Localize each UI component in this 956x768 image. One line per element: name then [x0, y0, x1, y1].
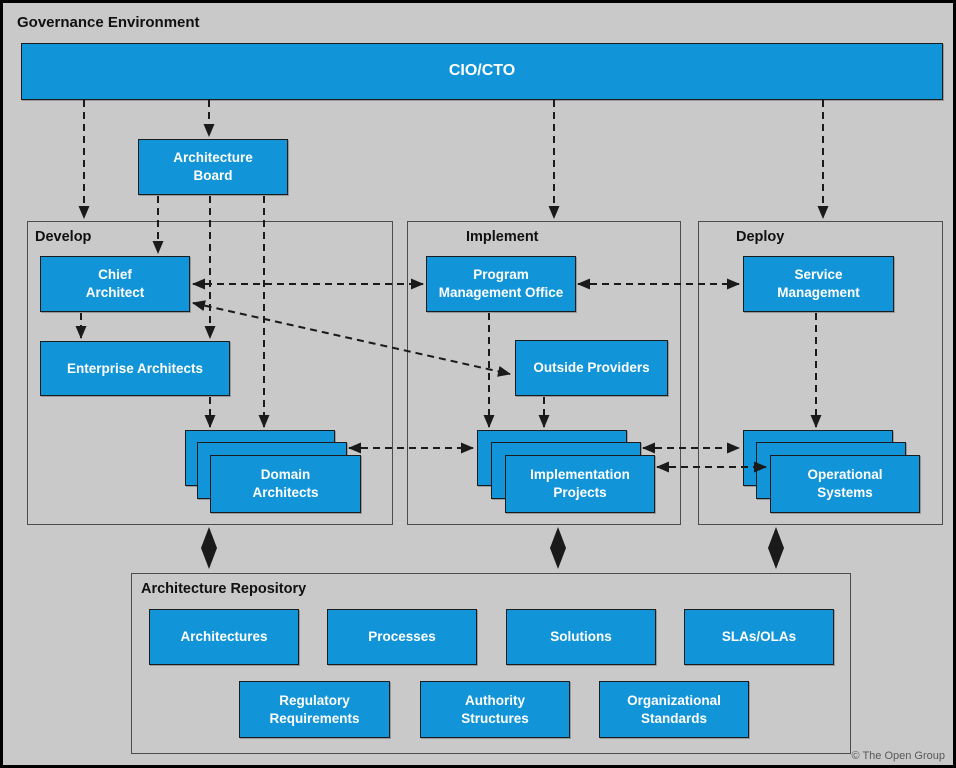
service-management-box: Service Management — [743, 256, 894, 312]
enterprise-architects-box: Enterprise Architects — [40, 341, 230, 396]
architecture-repository-title: Architecture Repository — [141, 581, 307, 597]
deploy-section — [698, 221, 943, 525]
implementation-projects-box: Implementation Projects — [505, 455, 655, 513]
implement-section-label: Implement — [466, 229, 539, 245]
develop-section-label: Develop — [35, 229, 92, 245]
architecture-board-box: Architecture Board — [138, 139, 288, 195]
deploy-section-label: Deploy — [736, 229, 785, 245]
copyright-text: © The Open Group — [851, 750, 945, 762]
program-management-office-box: Program Management Office — [426, 256, 576, 312]
repository-item-regulatory-requirements: Regulatory Requirements — [239, 681, 390, 738]
outside-providers-box: Outside Providers — [515, 340, 668, 396]
cio-cto-box: CIO/CTO — [21, 43, 943, 100]
repository-item-architectures: Architectures — [149, 609, 299, 665]
repository-item-organizational-standards: Organizational Standards — [599, 681, 749, 738]
repository-item-authority-structures: Authority Structures — [420, 681, 570, 738]
repository-item-processes: Processes — [327, 609, 477, 665]
repository-item-slas-olas: SLAs/OLAs — [684, 609, 834, 665]
architecture-repository-section — [131, 573, 851, 754]
chief-architect-box: Chief Architect — [40, 256, 190, 312]
domain-architects-box: Domain Architects — [210, 455, 361, 513]
repository-item-solutions: Solutions — [506, 609, 656, 665]
governance-environment-title: Governance Environment — [17, 14, 200, 31]
operational-systems-box: Operational Systems — [770, 455, 920, 513]
